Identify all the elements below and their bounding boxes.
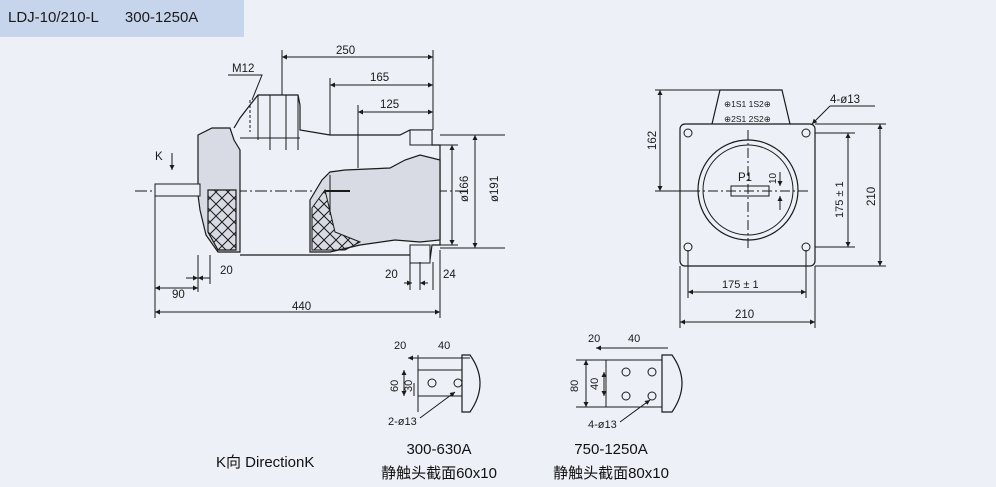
side-view-labels: 250 165 125 M12 K ø166 ø191 20 90 440 20… [155, 45, 501, 313]
large-label-40: 40 [628, 333, 640, 345]
label-125: 125 [380, 99, 399, 111]
front-view-labels: ⊕1S1 1S2⊕ ⊕2S1 2S2⊕ 162 4-ø13 P1 10 175 … [647, 94, 878, 321]
large-range-label: 750-1250A [574, 441, 648, 458]
label-90: 90 [172, 289, 185, 301]
direction-label: K向 DirectionK [216, 454, 315, 471]
bottom-boss [409, 244, 431, 264]
small-label-60: 60 [389, 380, 401, 392]
large-holes-leader [619, 399, 651, 423]
top-boss [409, 129, 433, 146]
core-region [309, 154, 441, 253]
small-hole-2 [453, 378, 463, 388]
label-440: 440 [292, 301, 311, 313]
secondary-box [711, 89, 791, 125]
large-hole-2 [647, 367, 657, 377]
contact-small-labels: 20 40 60 30 2-ø13 [388, 340, 450, 428]
header-bar: LDJ-10/210-L 300-1250A [0, 0, 244, 37]
large-label-80: 80 [569, 380, 581, 392]
small-label-30: 30 [403, 380, 415, 392]
large-hole-4 [647, 391, 657, 401]
label-dia-191: ø191 [489, 176, 501, 202]
label-secondary-1: ⊕1S1 1S2⊕ [724, 99, 771, 109]
label-250: 250 [336, 45, 355, 57]
bolt-hole-bl [683, 242, 693, 252]
mounting-plate [679, 123, 816, 267]
contact-small-drawing [401, 354, 481, 419]
large-hole-3 [621, 391, 631, 401]
model-title: LDJ-10/210-L 300-1250A [8, 9, 198, 26]
bolt-hole-tr [801, 128, 811, 138]
label-20-right: 20 [385, 269, 398, 281]
label-175-h: 175 ± 1 [722, 279, 759, 291]
small-label-40: 40 [438, 340, 450, 352]
terminal-stub [154, 183, 201, 197]
bolt-hole-br [801, 242, 811, 252]
m12-leader [228, 74, 263, 101]
label-4-13: 4-ø13 [830, 94, 860, 106]
large-hole-1 [621, 367, 631, 377]
side-view [135, 50, 505, 318]
large-contact-tip [661, 354, 683, 413]
label-20-left: 20 [220, 265, 233, 277]
front-view [655, 89, 886, 328]
label-165: 165 [370, 72, 389, 84]
current-range: 300-1250A [124, 9, 199, 26]
label-210-h: 210 [735, 309, 754, 321]
small-hole-1 [427, 378, 437, 388]
label-175-v: 175 ± 1 [834, 181, 846, 218]
large-label-holes: 4-ø13 [588, 419, 617, 431]
small-label-holes: 2-ø13 [388, 416, 417, 428]
core-hatch [311, 188, 362, 251]
label-m12: M12 [232, 63, 254, 75]
small-holes-leader [419, 391, 456, 419]
label-secondary-2: ⊕2S1 2S2⊕ [724, 114, 771, 124]
label-162: 162 [647, 131, 659, 150]
holes-leader [811, 105, 831, 125]
large-label-40-side: 40 [589, 378, 601, 390]
small-label-20: 20 [394, 340, 406, 352]
contact-large-labels: 20 40 80 40 4-ø13 [569, 333, 640, 431]
label-24: 24 [443, 269, 456, 281]
small-section-label: 静触头截面60x10 [381, 465, 497, 482]
large-label-20: 20 [588, 333, 600, 345]
top-terminal [257, 95, 299, 150]
small-contact-tip [461, 354, 481, 413]
label-10: 10 [768, 172, 779, 184]
bolt-hole-tl [683, 128, 693, 138]
label-k: K [155, 151, 163, 163]
label-p1: P1 [738, 172, 752, 184]
small-range-label: 300-630A [406, 441, 472, 458]
left-flange-hatch [207, 189, 237, 251]
label-210-v: 210 [866, 187, 878, 206]
label-dia-166: ø166 [459, 176, 471, 202]
contact-large-drawing [576, 345, 683, 423]
large-section-label: 静触头截面80x10 [553, 465, 669, 482]
model-number: LDJ-10/210-L [8, 9, 99, 26]
